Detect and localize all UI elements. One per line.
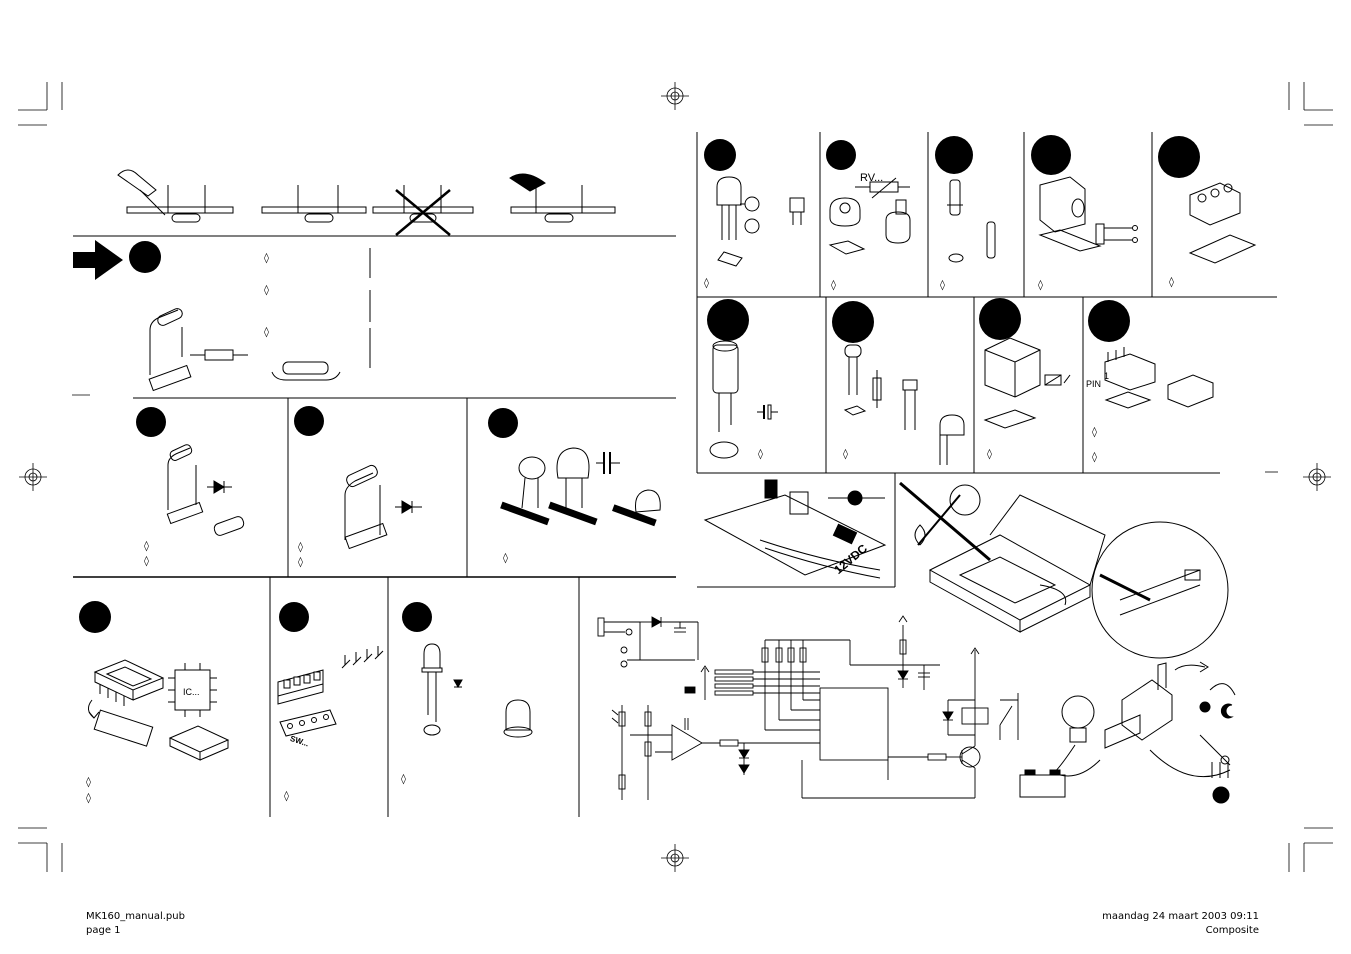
power-connection-illustration	[703, 479, 887, 579]
bullet-marker: ◊	[1092, 427, 1097, 438]
registration-target-icon	[19, 82, 1331, 872]
footer-page: page 1	[86, 925, 121, 936]
soldering-steps-illustration	[117, 169, 616, 236]
circuit-schematic	[597, 615, 1019, 800]
resistor-illustration	[148, 308, 341, 392]
bullet-marker: ◊	[940, 280, 945, 291]
bullet-marker: ◊	[264, 253, 269, 264]
dip-switch-illustration	[277, 646, 384, 737]
bullet-marker: ◊	[843, 449, 848, 460]
bullet-marker: ◊	[987, 449, 992, 460]
enclosure-illustration	[899, 481, 1106, 633]
transistor-illustration	[716, 176, 805, 267]
screw-terminal-illustration	[1188, 182, 1257, 264]
bullet-marker: ◊	[1038, 280, 1043, 291]
bullet-marker: ◊	[1092, 452, 1097, 463]
bullet-marker: ◊	[264, 285, 269, 296]
car-installation-illustration	[1019, 661, 1236, 804]
bullet-marker: ◊	[758, 449, 763, 460]
diode-illustration-2	[344, 464, 422, 550]
crop-mark-icon	[18, 82, 1333, 872]
footer-mode: Composite	[1205, 925, 1259, 936]
dc-jack-illustration	[1038, 176, 1138, 252]
electrolytic-capacitor-illustration	[709, 340, 778, 459]
led-illustration	[421, 643, 533, 738]
bullet-marker: ◊	[503, 553, 508, 564]
footer-datetime: maandag 24 maart 2003 09:11	[1102, 911, 1259, 922]
bullet-marker: ◊	[401, 774, 406, 785]
bullet-marker: ◊	[298, 557, 303, 568]
potentiometer-illustration	[828, 177, 911, 255]
diode-illustration-1	[166, 444, 245, 536]
arrow-right-icon	[73, 240, 123, 280]
bullet-marker: ◊	[86, 793, 91, 804]
potentiometer-label: RV...	[860, 172, 884, 184]
zoom-detail-illustration	[1091, 521, 1229, 659]
pin-number-label: 1	[1104, 371, 1110, 381]
bullet-marker: ◊	[284, 791, 289, 802]
bullet-marker: ◊	[704, 278, 709, 289]
bullet-marker: ◊	[1169, 277, 1174, 288]
relay-illustration	[983, 337, 1071, 429]
ldr-illustration	[843, 344, 965, 465]
bullet-marker: ◊	[144, 556, 149, 567]
ic-label: IC...	[183, 687, 200, 697]
bullet-marker: ◊	[298, 542, 303, 553]
footer-file-name: MK160_manual.pub	[86, 911, 185, 922]
capacitor-illustration	[500, 447, 661, 527]
step-markers-right	[704, 135, 1200, 343]
spacer-illustration	[947, 179, 996, 263]
bullet-marker: ◊	[264, 327, 269, 338]
ic-illustration	[1104, 347, 1214, 409]
left-panel-frame	[73, 235, 676, 817]
bullet-marker: ◊	[86, 777, 91, 788]
ic-socket-illustration	[88, 659, 230, 761]
step-markers-left	[79, 241, 518, 633]
right-panel-frame	[696, 132, 1277, 588]
pin-label: PIN	[1086, 379, 1102, 389]
bullet-marker: ◊	[831, 280, 836, 291]
bullet-marker: ◊	[144, 541, 149, 552]
